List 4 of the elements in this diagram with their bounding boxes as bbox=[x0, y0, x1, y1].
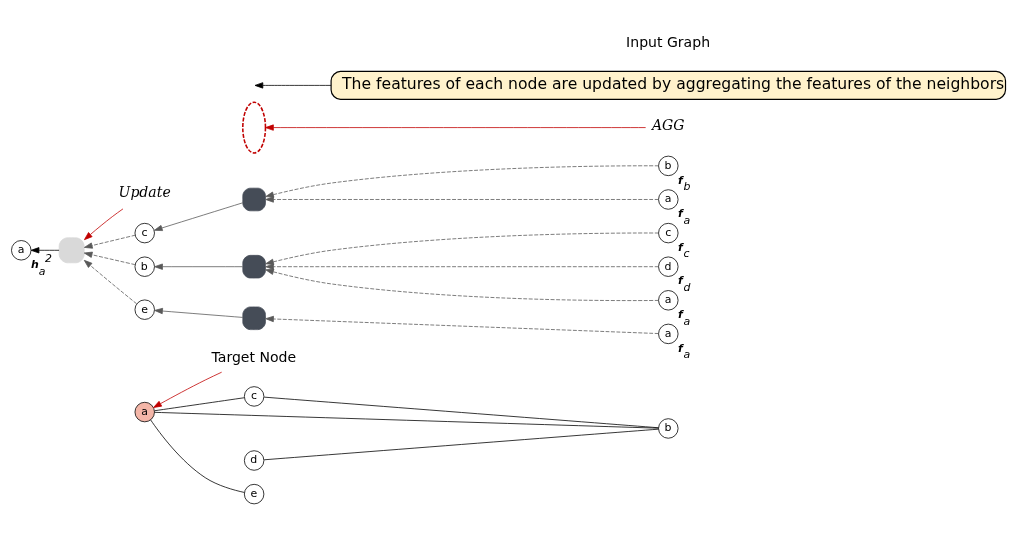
label: Input Graph bbox=[626, 33, 711, 50]
node-text: Target Node bbox=[211, 348, 297, 365]
node-text: Update bbox=[118, 184, 171, 201]
node-text: AGG bbox=[651, 117, 685, 134]
